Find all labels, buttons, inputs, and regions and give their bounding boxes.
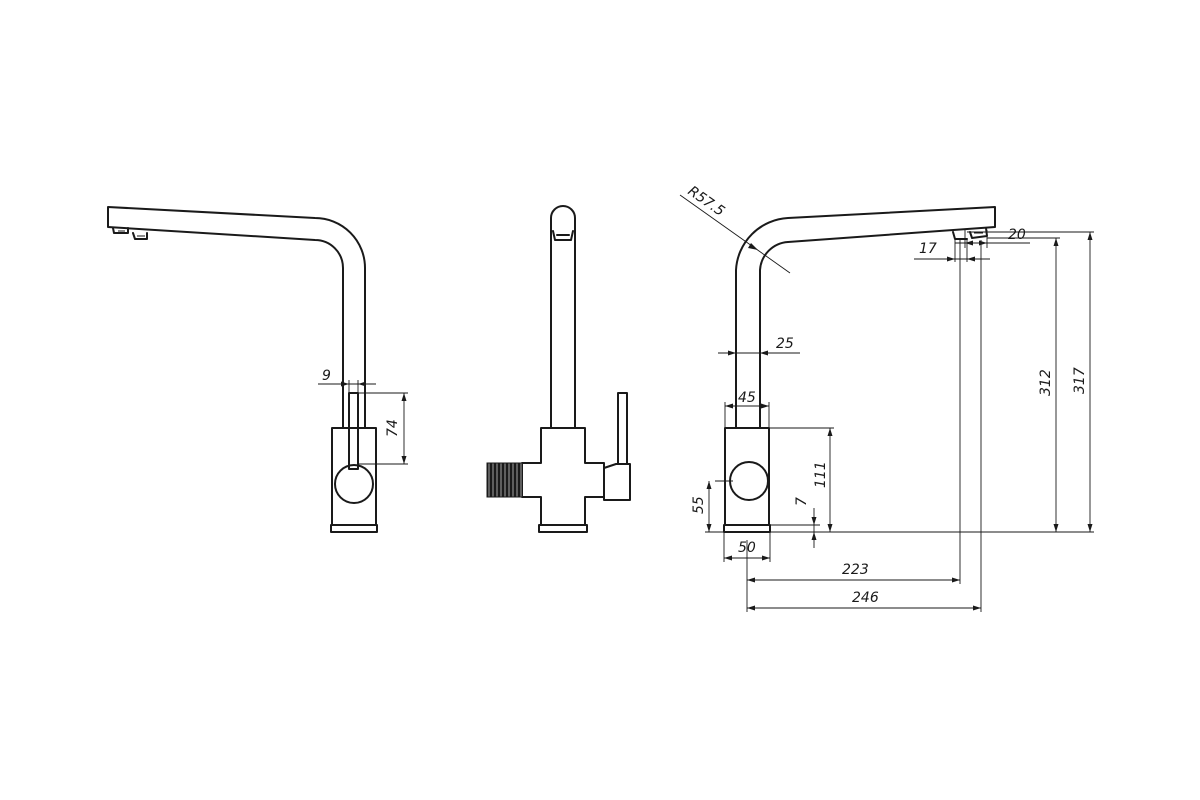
dim-text-45: 45: [738, 390, 756, 406]
dim-right-45: 45: [724, 390, 770, 428]
middle-aerator: [552, 230, 574, 241]
right-extension-lines: [715, 231, 1094, 612]
dim-text-74: 74: [385, 419, 401, 437]
left-spout-outline: [107, 206, 366, 429]
right-body: [724, 427, 770, 526]
left-aerator: [112, 227, 148, 240]
left-view: 9 74: [107, 206, 408, 533]
dim-text-9: 9: [322, 368, 331, 384]
left-base: [330, 524, 378, 533]
dim-text-55: 55: [691, 496, 707, 514]
dim-right-7: 7: [770, 497, 820, 548]
dim-left-74: 74: [358, 392, 408, 465]
dim-right-20: 20: [955, 227, 1030, 248]
dim-right-246: 246: [747, 590, 981, 611]
dim-text-25: 25: [776, 336, 794, 352]
middle-lever-handle: [603, 392, 631, 501]
dim-text-r57: R57.5: [685, 183, 728, 220]
dim-right-312: 312: [1038, 238, 1059, 532]
right-view: R57.5 25 45 55 111 7: [679, 183, 1094, 612]
middle-view: [486, 205, 631, 533]
left-lever: [348, 392, 359, 470]
dim-left-9: 9: [318, 368, 376, 393]
dim-text-17: 17: [919, 241, 937, 257]
dim-right-223: 223: [747, 562, 960, 583]
middle-spout-column: [550, 205, 576, 429]
right-base: [723, 524, 771, 533]
dim-right-55: 55: [691, 481, 724, 533]
dim-text-7: 7: [794, 497, 810, 506]
dim-text-317: 317: [1072, 367, 1088, 394]
dim-right-25: 25: [718, 336, 800, 356]
middle-body: [521, 427, 605, 526]
left-body: [331, 427, 377, 526]
dim-text-20: 20: [1008, 227, 1026, 243]
dim-text-50: 50: [738, 540, 756, 556]
middle-filter-knob: [486, 462, 523, 498]
dim-right-317: 317: [1072, 232, 1093, 532]
dim-right-111: 111: [813, 428, 833, 532]
right-spout-outline: [735, 206, 996, 429]
dim-text-312: 312: [1038, 369, 1054, 396]
middle-base: [538, 524, 588, 533]
right-handle-knob: [729, 461, 769, 501]
left-handle-knob: [334, 464, 374, 504]
dim-text-223: 223: [842, 562, 869, 578]
dim-right-17: 17: [914, 239, 990, 262]
dim-right-50: 50: [723, 532, 771, 562]
dim-text-246: 246: [852, 590, 879, 606]
left-aerator-detail: [118, 230, 145, 237]
dim-radius: R57.5: [679, 183, 791, 274]
dim-text-111: 111: [813, 461, 829, 488]
